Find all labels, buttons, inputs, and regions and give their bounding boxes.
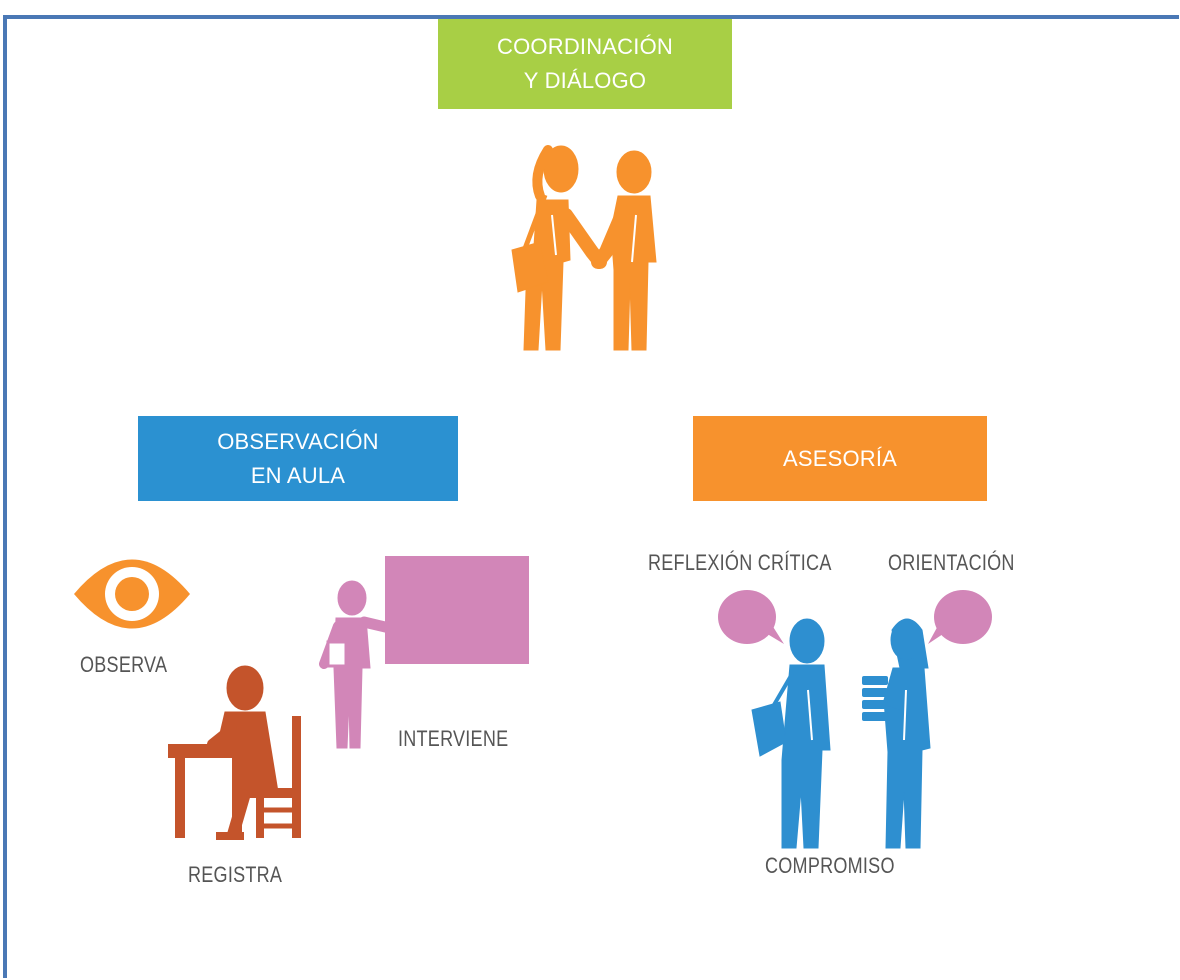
label-interviene: INTERVIENE xyxy=(398,726,509,751)
teacher-pointer-icon xyxy=(319,556,529,749)
diagram-frame xyxy=(3,15,1179,978)
banner-coordination: COORDINACIÓN Y DIÁLOGO xyxy=(438,19,732,109)
banner-observation-text: OBSERVACIÓN EN AULA xyxy=(217,428,379,488)
label-compromiso: COMPROMISO xyxy=(765,853,895,878)
writing-person-icon xyxy=(168,665,301,840)
label-reflexion-critica: REFLEXIÓN CRÍTICA xyxy=(648,550,832,575)
speech-bubble-icon xyxy=(928,590,992,644)
banner-observation: OBSERVACIÓN EN AULA xyxy=(138,416,458,501)
label-orientacion: ORIENTACIÓN xyxy=(888,550,1015,575)
label-registra: REGISTRA xyxy=(188,862,283,887)
label-observa: OBSERVA xyxy=(80,652,168,677)
person-with-bag-icon xyxy=(751,618,831,849)
banner-advisory-text: ASESORÍA xyxy=(782,445,898,471)
person-with-books-icon xyxy=(862,618,931,849)
handshake-people-icon xyxy=(511,145,657,351)
speech-bubble-icon xyxy=(718,590,784,644)
banner-advisory: ASESORÍA xyxy=(693,416,987,501)
banner-coordination-text: COORDINACIÓN Y DIÁLOGO xyxy=(497,34,673,93)
eye-icon xyxy=(74,559,190,629)
